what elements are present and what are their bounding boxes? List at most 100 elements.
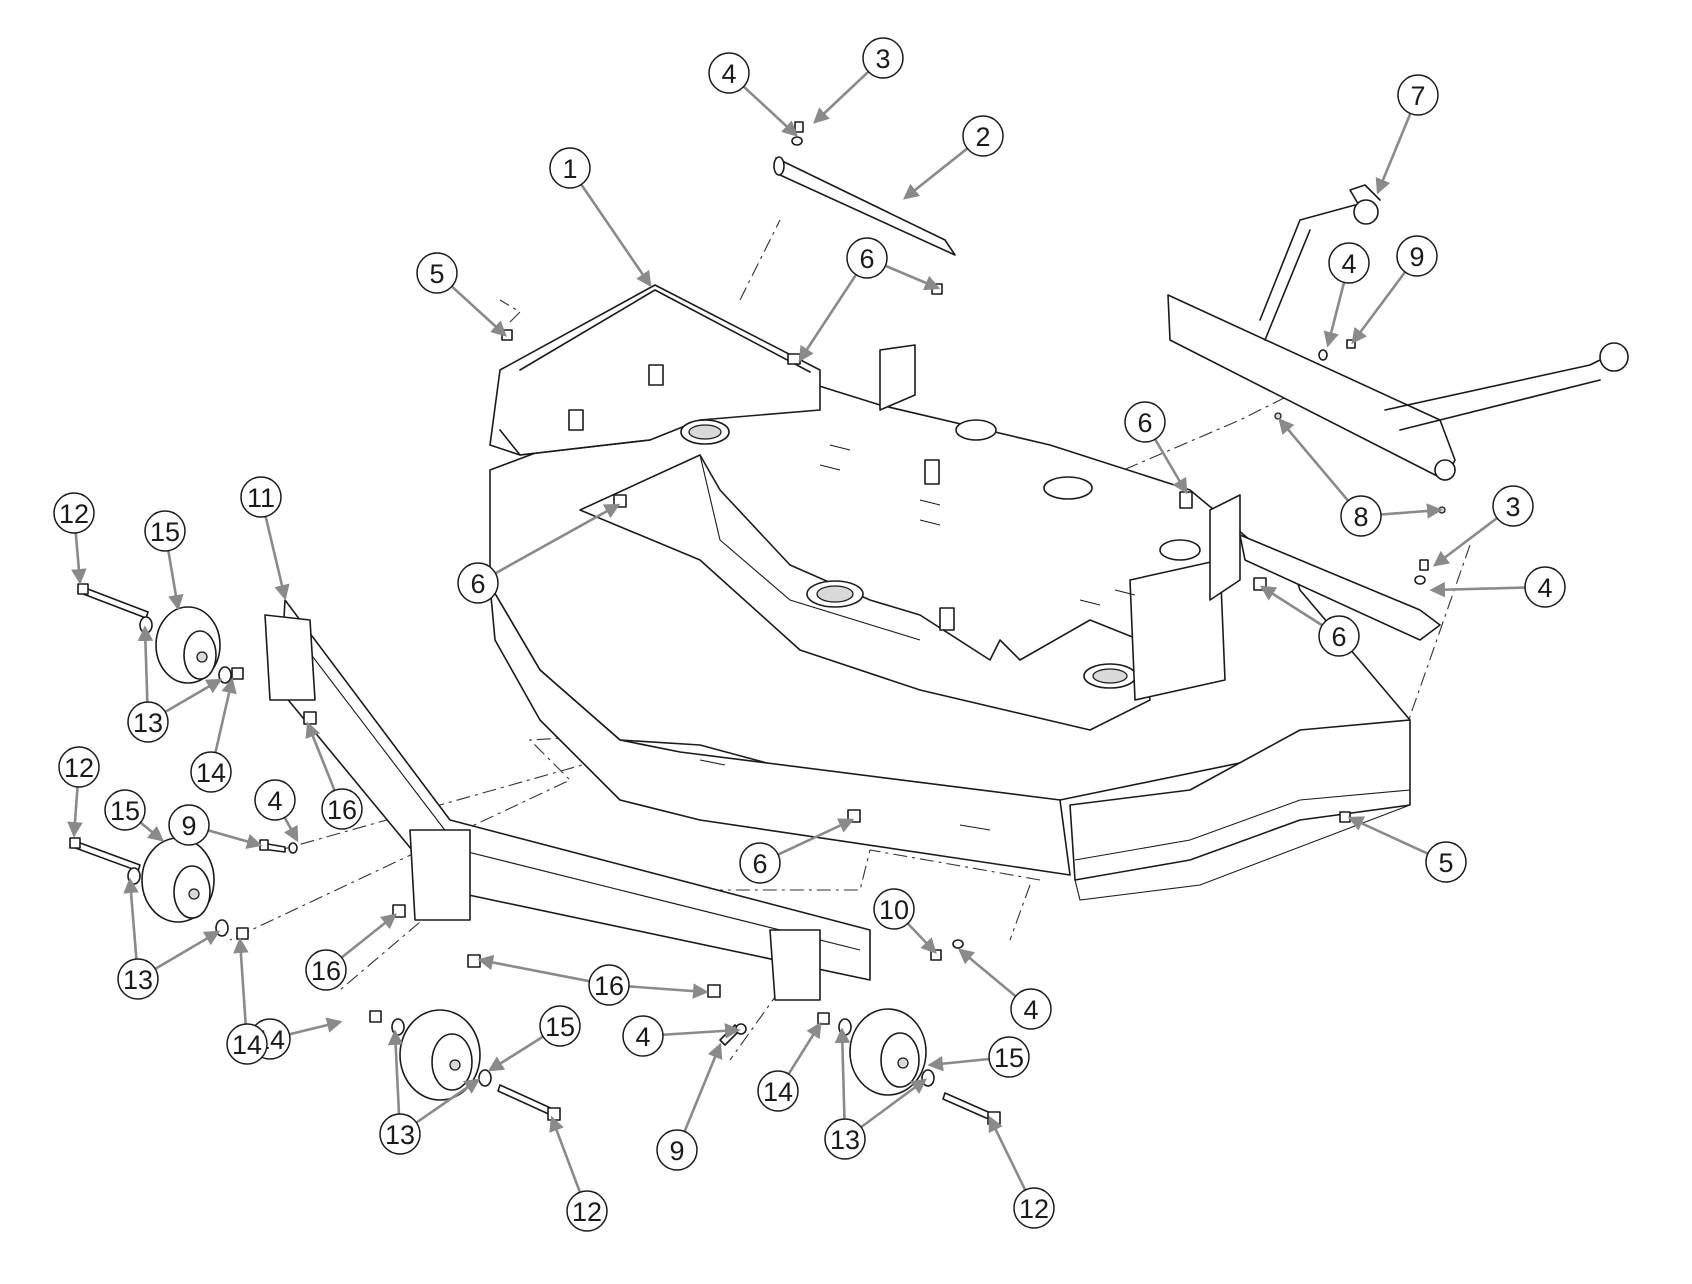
leader-c1 <box>580 183 652 288</box>
leader-c13a2 <box>164 678 223 714</box>
leader-c6c <box>494 503 621 575</box>
callout-label: 9 <box>669 1136 684 1166</box>
callout-13: 13 <box>127 701 169 743</box>
callout-circle <box>1318 615 1360 657</box>
callout-15: 15 <box>539 1005 581 1047</box>
callout-4: 4 <box>708 52 750 94</box>
callout-circle <box>104 789 146 831</box>
callout-label: 13 <box>385 1120 415 1150</box>
leader-c15a <box>167 550 184 611</box>
callout-circle <box>53 492 95 534</box>
leader-c8 <box>1278 418 1350 502</box>
leader-c13d <box>834 1027 851 1120</box>
callout-label: 15 <box>545 1012 575 1042</box>
leader-c11 <box>264 516 290 601</box>
callout-circle <box>168 804 210 846</box>
gauge-wheel-3 <box>399 1009 481 1101</box>
callout-circle <box>305 949 347 991</box>
callout-label: 9 <box>1409 242 1424 272</box>
leader-c8b <box>1380 503 1443 519</box>
callout-label: 7 <box>1410 81 1425 111</box>
callout-circle <box>539 1005 581 1047</box>
callout-label: 4 <box>635 1022 650 1052</box>
callout-circle <box>846 237 888 279</box>
callout-4: 4 <box>1328 242 1370 284</box>
leader-c14a <box>214 677 237 753</box>
leader-c13a <box>137 625 154 703</box>
callout-circle <box>622 1015 664 1057</box>
leader-c13b <box>123 877 139 960</box>
deck-baffle <box>773 156 956 256</box>
callout-9: 9 <box>168 804 210 846</box>
callout-13: 13 <box>117 958 159 1000</box>
callout-label: 8 <box>1353 502 1368 532</box>
right-discharge-bracket <box>1239 534 1441 641</box>
leader-c16a <box>305 721 336 791</box>
callout-label: 13 <box>123 965 153 995</box>
callout-5: 5 <box>1425 841 1467 883</box>
leader-c15d <box>927 1055 990 1072</box>
callout-label: 5 <box>429 259 444 289</box>
callout-3: 3 <box>862 37 904 79</box>
callout-label: 15 <box>994 1043 1024 1073</box>
callout-12: 12 <box>566 1190 608 1232</box>
callout-2: 2 <box>962 115 1004 157</box>
callout-label: 9 <box>181 811 196 841</box>
leader-c4a <box>742 85 798 137</box>
leader-c14d <box>787 1021 822 1075</box>
anti-scalp-bar <box>264 599 871 1001</box>
leader-c4c <box>1429 581 1526 598</box>
callout-label: 6 <box>1137 408 1152 438</box>
callout-label: 1 <box>562 154 577 184</box>
callout-7: 7 <box>1397 74 1439 116</box>
callout-circle <box>117 958 159 1000</box>
callout-circle <box>416 252 458 294</box>
callout-label: 16 <box>594 971 624 1001</box>
callout-circle <box>1013 1187 1055 1229</box>
callout-14: 14 <box>226 1023 268 1065</box>
hitch-bar-assembly <box>1167 184 1629 481</box>
callout-circle <box>1396 235 1438 277</box>
assembly-lines <box>229 219 1471 1061</box>
callout-11: 11 <box>240 476 282 518</box>
leader-c4d <box>283 816 299 843</box>
callout-circle <box>757 1070 799 1112</box>
callout-16: 16 <box>321 788 363 830</box>
gauge-wheel-1 <box>155 606 221 684</box>
callout-6: 6 <box>1318 615 1360 657</box>
callout-12: 12 <box>58 746 100 788</box>
leader-c14c <box>233 937 249 1025</box>
leader-c9a <box>1351 271 1407 345</box>
leader-c16b <box>340 913 398 959</box>
callout-9: 9 <box>656 1129 698 1171</box>
callout-circle <box>549 147 591 189</box>
callout-label: 3 <box>1505 492 1520 522</box>
callout-6: 6 <box>739 842 781 884</box>
callout-4: 4 <box>622 1015 664 1057</box>
leader-c6d <box>1259 585 1323 627</box>
callout-8: 8 <box>1340 495 1382 537</box>
callout-circle <box>1397 74 1439 116</box>
leader-c6b <box>884 264 941 291</box>
callout-label: 13 <box>133 708 163 738</box>
callout-14: 14 <box>190 751 232 793</box>
callout-circle <box>588 964 630 1006</box>
callout-6: 6 <box>457 562 499 604</box>
callout-circle <box>656 1129 698 1171</box>
callout-label: 13 <box>830 1125 860 1155</box>
leader-c12a <box>71 532 87 585</box>
callout-label: 4 <box>1023 995 1038 1025</box>
callout-label: 12 <box>572 1197 602 1227</box>
callout-circle <box>457 562 499 604</box>
callout-label: 12 <box>1019 1194 1049 1224</box>
leader-c9c <box>683 1042 723 1132</box>
callout-circle <box>1010 988 1052 1030</box>
callout-label: 6 <box>470 569 485 599</box>
callout-circle <box>873 888 915 930</box>
leader-c12c <box>549 1115 582 1193</box>
callout-6: 6 <box>846 237 888 279</box>
gauge-wheel-2 <box>141 837 215 923</box>
callout-label: 10 <box>879 895 909 925</box>
